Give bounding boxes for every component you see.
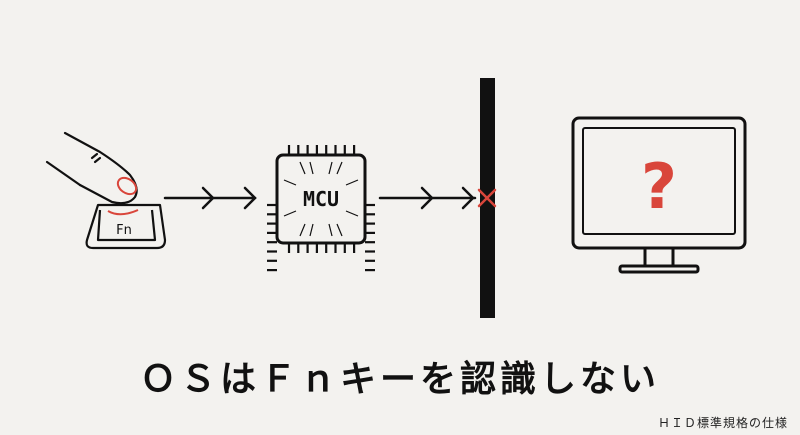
unknown-symbol: ? [641,150,677,223]
monitor-icon [571,116,747,274]
caption: ＯＳはＦｎキーを認識しない [139,359,660,400]
footnote: ＨＩＤ標準規格の仕様 [657,416,788,430]
keycap-icon [85,203,167,250]
press-indicator-icon [107,209,139,216]
arrow-icon [163,186,257,210]
fingernail-icon [116,176,138,196]
chip-label: MCU [303,187,339,211]
key-label: Fn [116,223,132,238]
arrow-icon [378,186,477,210]
blocked-icon [477,188,497,208]
chip-icon [267,145,375,272]
